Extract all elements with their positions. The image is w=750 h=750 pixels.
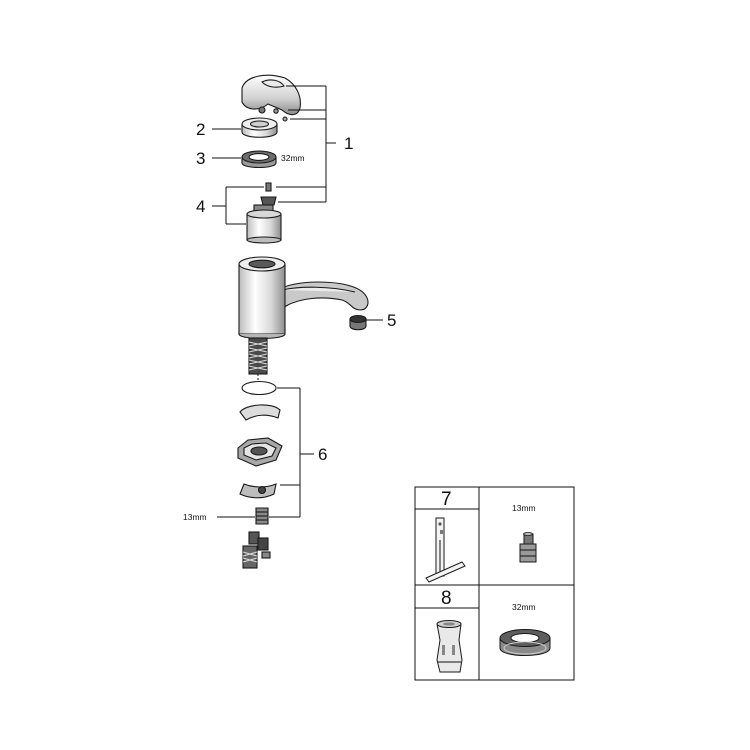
ring-nut-32mm (499, 629, 551, 656)
callout-2: 2 (196, 120, 205, 139)
dimension-32mm: 32mm (281, 153, 305, 163)
callout-4: 4 (196, 197, 205, 216)
cover-cap (241, 117, 278, 138)
tools-table: 7 8 13mm 32mm (414, 486, 575, 681)
socket-13mm (519, 532, 537, 563)
tool-number-7: 7 (441, 489, 452, 510)
mounting-set (237, 380, 283, 525)
dimension-13mm: 13mm (183, 512, 207, 522)
tool-number-8: 8 (441, 588, 452, 609)
callout-6: 6 (318, 445, 327, 464)
t-handle-key (425, 517, 466, 583)
callout-5: 5 (387, 311, 396, 330)
supply-fittings (242, 531, 271, 569)
aerator (349, 314, 367, 331)
tool-size-13mm: 13mm (512, 503, 536, 513)
callout-3: 3 (196, 149, 205, 168)
cartridge-part (436, 620, 463, 673)
threaded-ring (241, 150, 277, 169)
faucet-body (238, 256, 369, 340)
cartridge-assembly (246, 182, 282, 244)
callout-1: 1 (344, 134, 353, 153)
flexible-hose (248, 337, 268, 382)
tool-size-32mm: 32mm (512, 602, 536, 612)
leader-lines (212, 85, 383, 518)
lever-handle (241, 74, 301, 122)
